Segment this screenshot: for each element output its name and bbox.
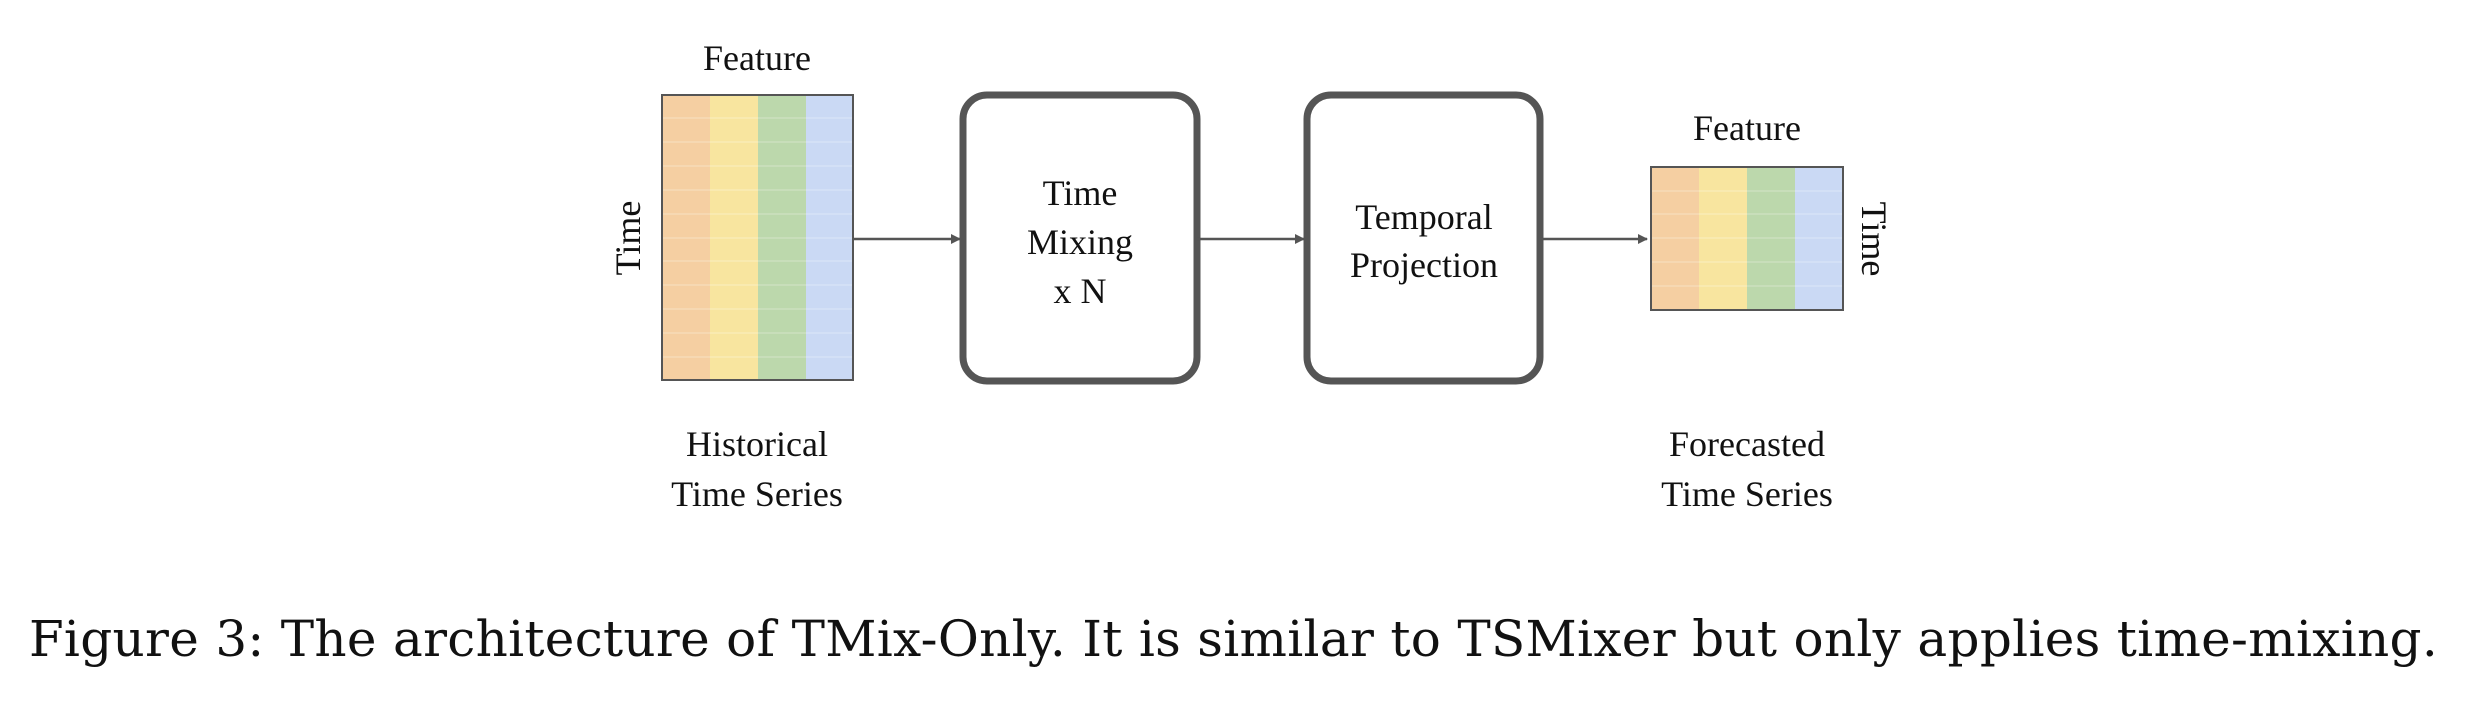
output-grid-lines <box>1651 190 1843 287</box>
output-feature-column-4 <box>1795 167 1843 310</box>
output-feature-column-3 <box>1747 167 1795 310</box>
architecture-diagram: Feature Time Historical Time Series Time… <box>608 38 1894 514</box>
temporal-projection-line-1: Temporal <box>1355 197 1492 237</box>
output-feature-matrix <box>1650 166 1844 311</box>
input-feature-column-4 <box>806 95 853 380</box>
time-mixing-line-3: x N <box>1054 271 1107 311</box>
time-mixing-line-2: Mixing <box>1027 222 1133 262</box>
output-feature-column-2 <box>1699 167 1747 310</box>
output-matrix-border <box>1650 166 1844 311</box>
input-feature-label: Feature <box>703 38 811 78</box>
output-feature-column-1 <box>1651 167 1699 310</box>
output-feature-label: Feature <box>1693 108 1801 148</box>
figure-caption: Figure 3: The architecture of TMix-Only.… <box>28 610 2439 668</box>
temporal-projection-block: Temporal Projection <box>1303 91 1544 385</box>
temporal-projection-line-2: Projection <box>1350 245 1498 285</box>
input-feature-column-2 <box>710 95 758 380</box>
input-feature-matrix <box>661 94 854 381</box>
input-grid-lines <box>662 117 853 358</box>
output-caption-line-1: Forecasted <box>1669 424 1825 464</box>
input-caption-line-2: Time Series <box>671 474 843 514</box>
input-caption-line-1: Historical <box>686 424 828 464</box>
time-mixing-line-1: Time <box>1043 173 1118 213</box>
time-mixing-block: Time Mixing x N <box>959 91 1201 385</box>
output-time-label: Time <box>1854 202 1894 277</box>
temporal-projection-box <box>1303 91 1544 385</box>
input-feature-column-3 <box>758 95 806 380</box>
input-matrix-border <box>661 94 854 381</box>
input-time-label: Time <box>608 201 648 276</box>
output-caption-line-2: Time Series <box>1661 474 1833 514</box>
input-feature-column-1 <box>662 95 710 380</box>
